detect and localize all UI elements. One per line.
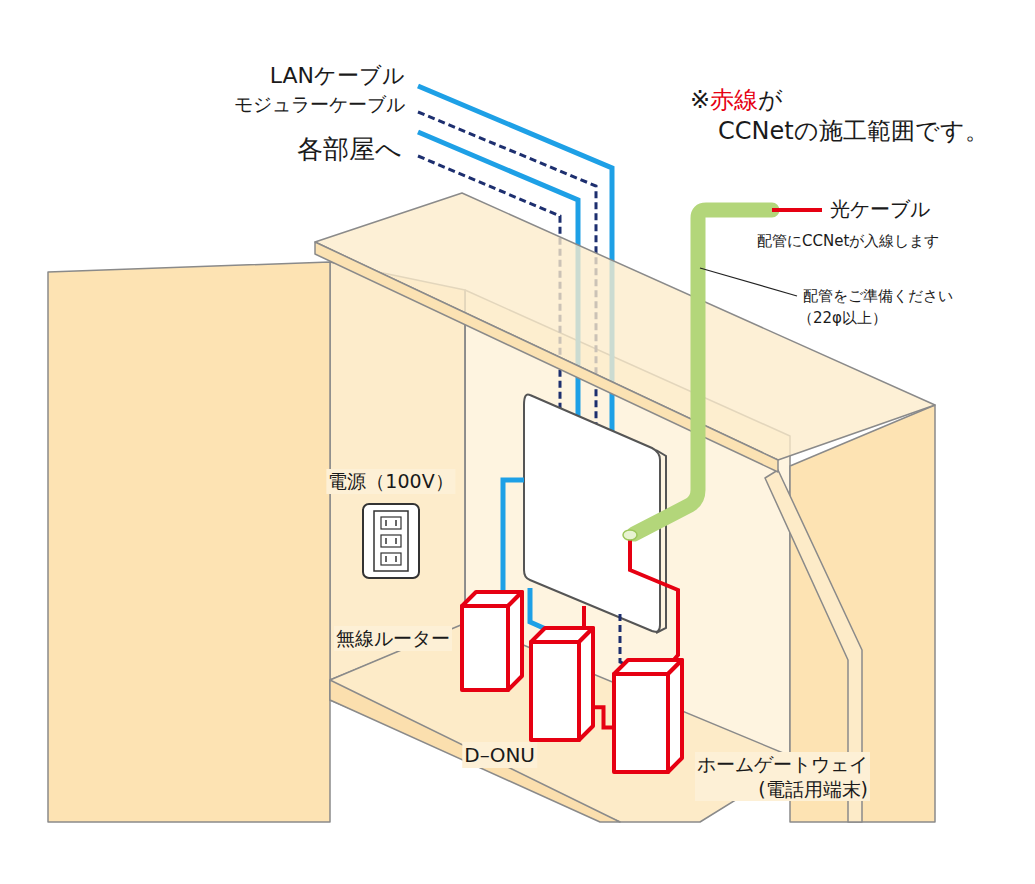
cable-connector (595, 707, 612, 727)
outlet-symbol (362, 503, 420, 579)
device-label: 無線ルーター (334, 626, 452, 651)
cable-label: モジュラーケーブル (234, 93, 405, 116)
device-label: D–ONU (462, 742, 537, 768)
device-box (460, 590, 524, 692)
note-text: CCNetの施工範囲です。 (718, 117, 989, 146)
cable-label: LANケーブル (270, 63, 405, 89)
device-label: 電源（100V） (326, 469, 455, 494)
home-gateway-box: ホームゲートウェイ (電話用端末) (612, 658, 684, 774)
note-text: が (758, 86, 783, 115)
note-text: （22φ以上） (798, 309, 887, 327)
cable-label: 光ケーブル (830, 197, 930, 221)
device-box (529, 626, 595, 742)
destination-label: 各部屋へ (297, 134, 402, 165)
note-mark: ※ (690, 86, 710, 115)
device-box (612, 658, 684, 774)
note-text: 配管にCCNetが入線します (757, 232, 939, 250)
wireless-router: 無線ルーター (460, 590, 524, 692)
note-highlight: 赤線 (710, 86, 758, 115)
device-label: ホームゲートウェイ (電話用端末) (695, 752, 870, 801)
d-onu-box: D–ONU (529, 626, 595, 742)
power-outlet: 電源（100V） (362, 503, 420, 579)
note-text: 配管をご準備ください (803, 287, 953, 305)
